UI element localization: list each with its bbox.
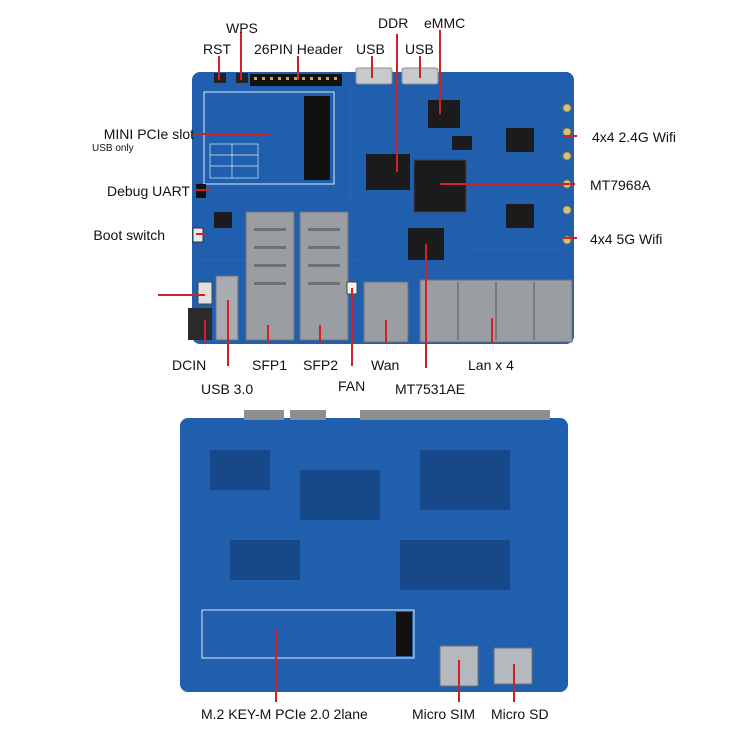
soc-chip	[413, 159, 467, 213]
sfp2-cage	[299, 211, 349, 341]
label-micro-sd: Micro SD	[491, 706, 549, 722]
label-micro-sim: Micro SIM	[412, 706, 475, 722]
label-m2: M.2 KEY-M PCIe 2.0 2lane	[201, 706, 368, 722]
label-mt7531ae: MT7531AE	[395, 381, 466, 397]
power-switch	[197, 281, 213, 305]
label-wifi-24: 4x4 2.4G Wifi	[592, 129, 677, 145]
pin-header-pins	[254, 77, 337, 80]
label-soc: MT7968A	[590, 177, 651, 193]
sfp-vents	[254, 228, 340, 285]
wifi-24-chip	[506, 128, 534, 152]
label-fan: FAN	[338, 378, 366, 394]
small-chip-1	[214, 212, 232, 228]
sfp1-cage	[245, 211, 295, 341]
label-26pin-header: 26PIN Header	[254, 41, 343, 57]
top-board	[188, 67, 574, 344]
m2-slot	[201, 609, 415, 659]
label-lan: Lan x 4	[468, 357, 514, 373]
wifi-5-chip	[506, 204, 534, 228]
label-emmc: eMMC	[424, 15, 466, 31]
label-usb-left: USB	[356, 41, 385, 57]
dcin-jack	[188, 308, 212, 340]
label-mini-pcie-note: USB only	[92, 143, 134, 154]
label-dcin: DCIN	[172, 357, 207, 373]
bottom-board	[180, 410, 568, 692]
label-sfp2: SFP2	[303, 357, 339, 373]
label-sfp1: SFP1	[252, 357, 288, 373]
m2-connector	[396, 612, 412, 656]
usb-port-left	[355, 67, 393, 85]
callout-lines	[158, 30, 577, 702]
label-ddr: DDR	[378, 15, 409, 31]
bottom-board-components	[210, 450, 510, 590]
mini-pcie-connector	[304, 96, 330, 180]
emmc-chip	[428, 100, 460, 128]
label-usb3: USB 3.0	[201, 381, 254, 397]
label-mini-pcie-slot: MINI PCIe slot	[103, 126, 194, 142]
bottom-edge-connectors	[244, 410, 550, 420]
label-wan: Wan	[371, 357, 400, 373]
lan-port-dividers	[457, 282, 535, 340]
label-wps: WPS	[226, 20, 258, 36]
mini-pcie-silk-table	[209, 143, 259, 179]
label-boot-switch: Boot switch	[93, 227, 165, 243]
small-chip-2	[452, 136, 472, 150]
label-usb-right: USB	[405, 41, 434, 57]
label-rst: RST	[203, 41, 231, 57]
label-debug-uart: Debug UART	[106, 183, 190, 199]
mini-pcie-slot	[203, 91, 335, 185]
label-wifi-5: 4x4 5G Wifi	[590, 231, 663, 247]
ddr-chip	[366, 154, 410, 190]
